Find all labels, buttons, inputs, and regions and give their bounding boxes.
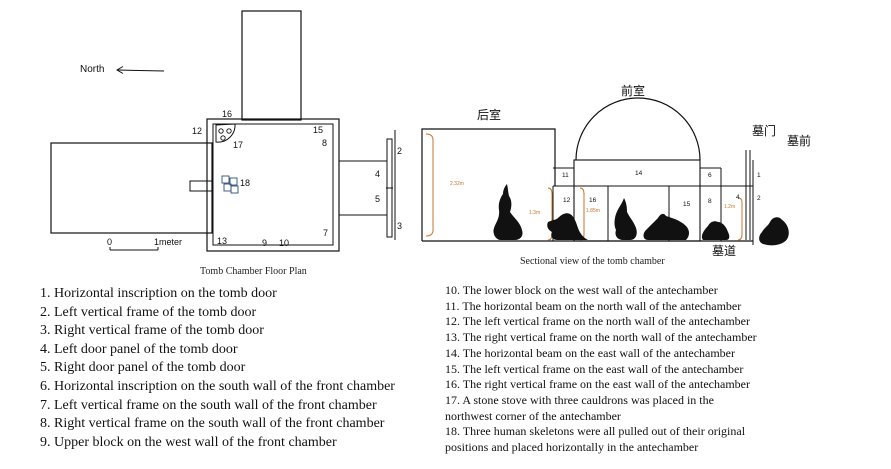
tomb-diagram: North <box>50 10 811 277</box>
legend-item: 2. Left vertical frame of the tomb door <box>40 304 257 320</box>
section-number-14: 14 <box>635 170 643 177</box>
label-rear-chamber: 后室 <box>477 107 501 122</box>
plan-number-5: 5 <box>375 194 380 204</box>
legend-item: 18. Three human skeletons were all pulle… <box>445 424 746 439</box>
plan-number-15: 15 <box>313 125 323 135</box>
section-caption: Sectional view of the tomb chamber <box>520 256 665 267</box>
legend-left: 1. Horizontal inscription on the tomb do… <box>40 285 450 452</box>
section-number-6: 6 <box>708 172 712 179</box>
section-number-4: 4 <box>736 194 740 201</box>
height-2-32m: 2.32m <box>450 181 464 187</box>
north-arrow-icon <box>116 66 165 74</box>
legend-item: 16. The right vertical frame on the east… <box>445 377 750 392</box>
legend-item: 14. The horizontal beam on the east wall… <box>445 345 736 360</box>
legend-item: 5. Right door panel of the tomb door <box>40 360 246 376</box>
plan-number-8: 8 <box>322 138 327 148</box>
legend-item-continuation: positions and placed horizontally in the… <box>445 440 699 455</box>
plan-number-3: 3 <box>397 221 402 231</box>
plan-number-10: 10 <box>279 238 289 248</box>
plan-number-12: 12 <box>192 126 202 136</box>
plan-number-16: 16 <box>222 109 232 119</box>
section-number-1: 1 <box>757 172 761 179</box>
legend-item: 3. Right vertical frame of the tomb door <box>40 323 264 339</box>
label-tomb-door: 墓门 <box>752 123 776 138</box>
section-rear-chamber <box>421 128 556 241</box>
section-antechamber <box>573 159 701 242</box>
legend-item: 12. The left vertical frame on the north… <box>445 314 750 329</box>
legend-item: 13. The right vertical frame on the nort… <box>445 330 757 345</box>
section-number-12: 12 <box>563 197 571 204</box>
floor-plan: North <box>50 10 402 277</box>
legend-item-continuation: northwest corner of the antechamber <box>445 408 621 423</box>
legend-item: 17. A stone stove with three cauldrons w… <box>445 392 714 407</box>
label-antechamber: 前室 <box>621 83 645 98</box>
height-1-3m: 1.3m <box>529 210 540 216</box>
section-view: 后室 前室 墓门 墓前 墓道 2.32m 1.3m <box>421 83 811 267</box>
plan-number-9: 9 <box>262 238 267 248</box>
measurement-marks <box>425 133 743 241</box>
scale-bar <box>109 247 159 251</box>
scale-zero: 0 <box>107 237 112 247</box>
figure-silhouettes-icon <box>493 184 789 246</box>
legend-right: 10. The lower block on the west wall of … <box>445 283 885 456</box>
scale-one-meter: 1meter <box>154 237 182 247</box>
stove-icon <box>215 123 236 143</box>
height-1-2m: 1.2m <box>724 204 735 210</box>
north-label: North <box>80 64 104 75</box>
legend-item: 11. The horizontal beam on the north wal… <box>445 298 742 313</box>
plan-number-7: 7 <box>323 228 328 238</box>
plan-number-2: 2 <box>397 146 402 156</box>
plan-number-4: 4 <box>375 169 380 179</box>
section-number-11: 11 <box>562 172 569 179</box>
section-number-2: 2 <box>757 195 761 202</box>
plan-rear-chamber <box>50 142 213 234</box>
plan-number-17: 17 <box>233 140 243 150</box>
section-dome <box>575 97 701 161</box>
floor-plan-caption: Tomb Chamber Floor Plan <box>200 266 307 277</box>
legend-item: 10. The lower block on the west wall of … <box>445 283 718 297</box>
label-passage: 墓道 <box>712 244 736 258</box>
legend-item: 7. Left vertical frame on the south wall… <box>40 397 377 413</box>
plan-antechamber-outer <box>206 118 340 252</box>
skeletons-icon <box>221 175 239 194</box>
legend-item: 15. The left vertical frame on the east … <box>445 361 744 376</box>
legend-item: 1. Horizontal inscription on the tomb do… <box>40 286 277 301</box>
plan-number-18: 18 <box>240 178 250 188</box>
legend-item: 4. Left door panel of the tomb door <box>40 341 238 357</box>
plan-number-13: 13 <box>217 236 227 246</box>
plan-stub <box>189 180 214 192</box>
label-front-of-tomb: 墓前 <box>787 133 811 148</box>
section-number-8: 8 <box>708 198 712 205</box>
height-1-85m: 1.85m <box>586 208 600 214</box>
legend-item: 9. Upper block on the west wall of the f… <box>40 434 337 450</box>
plan-north-corridor <box>241 10 302 121</box>
section-number-16: 16 <box>589 197 597 204</box>
section-number-15: 15 <box>683 201 691 208</box>
legend-item: 8. Right vertical frame on the south wal… <box>40 416 385 432</box>
legend-item: 6. Horizontal inscription on the south w… <box>40 378 395 394</box>
